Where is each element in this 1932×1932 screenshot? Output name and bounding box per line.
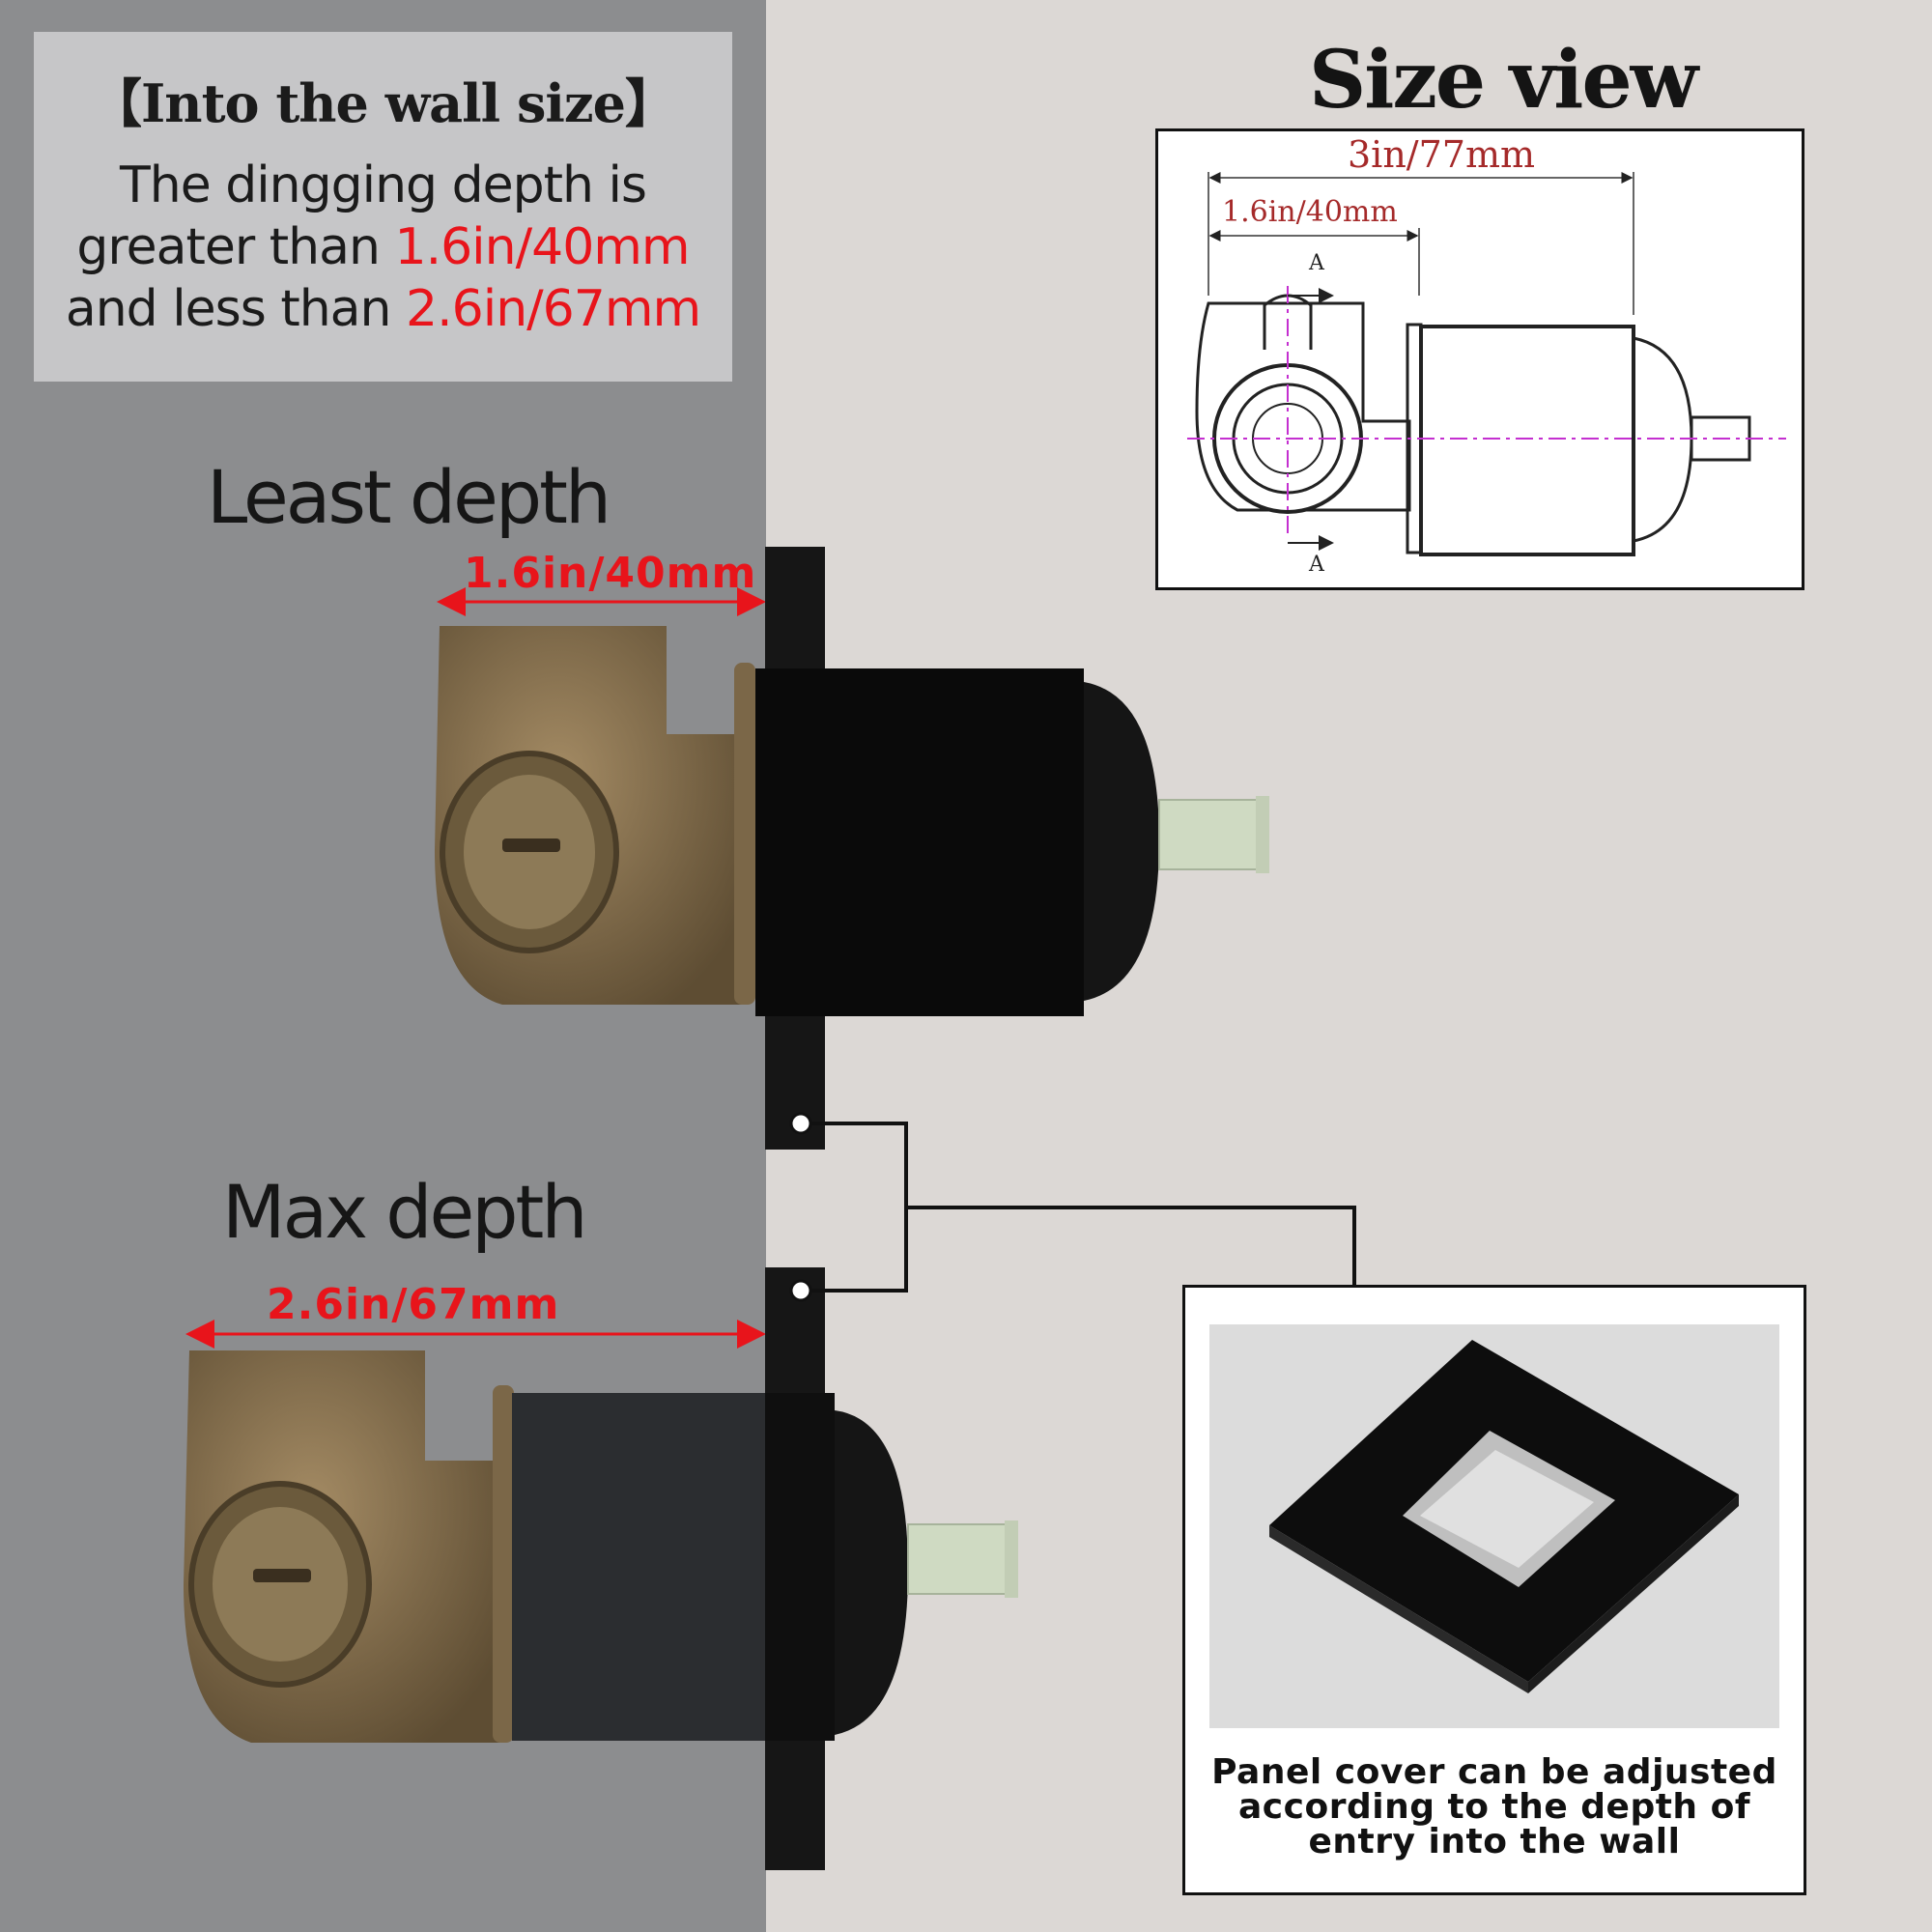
panel-cover-caption: Panel cover can be adjusted according to…: [1185, 1755, 1804, 1860]
info-box: 【Into the wall size】 The dingging depth …: [34, 32, 732, 382]
info-line-1: The dingging depth is: [119, 156, 647, 214]
connector-dot-lower: [789, 1279, 812, 1302]
info-line-2: greater than 1.6in/40mm: [34, 216, 732, 278]
panel-cover-box: Panel cover can be adjusted according to…: [1182, 1285, 1806, 1895]
panel-cover-illustration: [1209, 1324, 1779, 1728]
panel-cover-photo: [1209, 1324, 1779, 1728]
connector-dot-upper: [789, 1112, 812, 1135]
overall-dimension-label: 3in/77mm: [1348, 133, 1536, 176]
panel-caption-line-3: entry into the wall: [1308, 1822, 1681, 1861]
size-view-title: Size view: [1309, 34, 1698, 127]
info-max-depth: 2.6in/67mm: [406, 280, 701, 338]
info-min-depth: 1.6in/40mm: [394, 218, 690, 276]
connector-line: [811, 1122, 908, 1293]
technical-drawing: [1187, 172, 1786, 556]
panel-caption-line-1: Panel cover can be adjusted: [1211, 1752, 1777, 1792]
info-line-3-text: and less than: [65, 280, 407, 338]
info-line-2-text: greater than: [76, 218, 395, 276]
inner-dimension-label: 1.6in/40mm: [1222, 195, 1398, 229]
section-label-bottom: A: [1309, 553, 1324, 577]
least-depth-heading: Least depth: [207, 454, 611, 540]
panel-caption-line-2: according to the depth of: [1238, 1787, 1750, 1827]
max-depth-heading: Max depth: [222, 1169, 587, 1255]
valve-max-depth: [184, 1350, 1018, 1743]
section-label-top: A: [1309, 251, 1324, 275]
info-title: 【Into the wall size】: [90, 72, 677, 134]
size-view-diagram: 3in/77mm 1.6in/40mm A A: [1155, 128, 1804, 590]
info-line-3: and less than 2.6in/67mm: [34, 278, 732, 340]
